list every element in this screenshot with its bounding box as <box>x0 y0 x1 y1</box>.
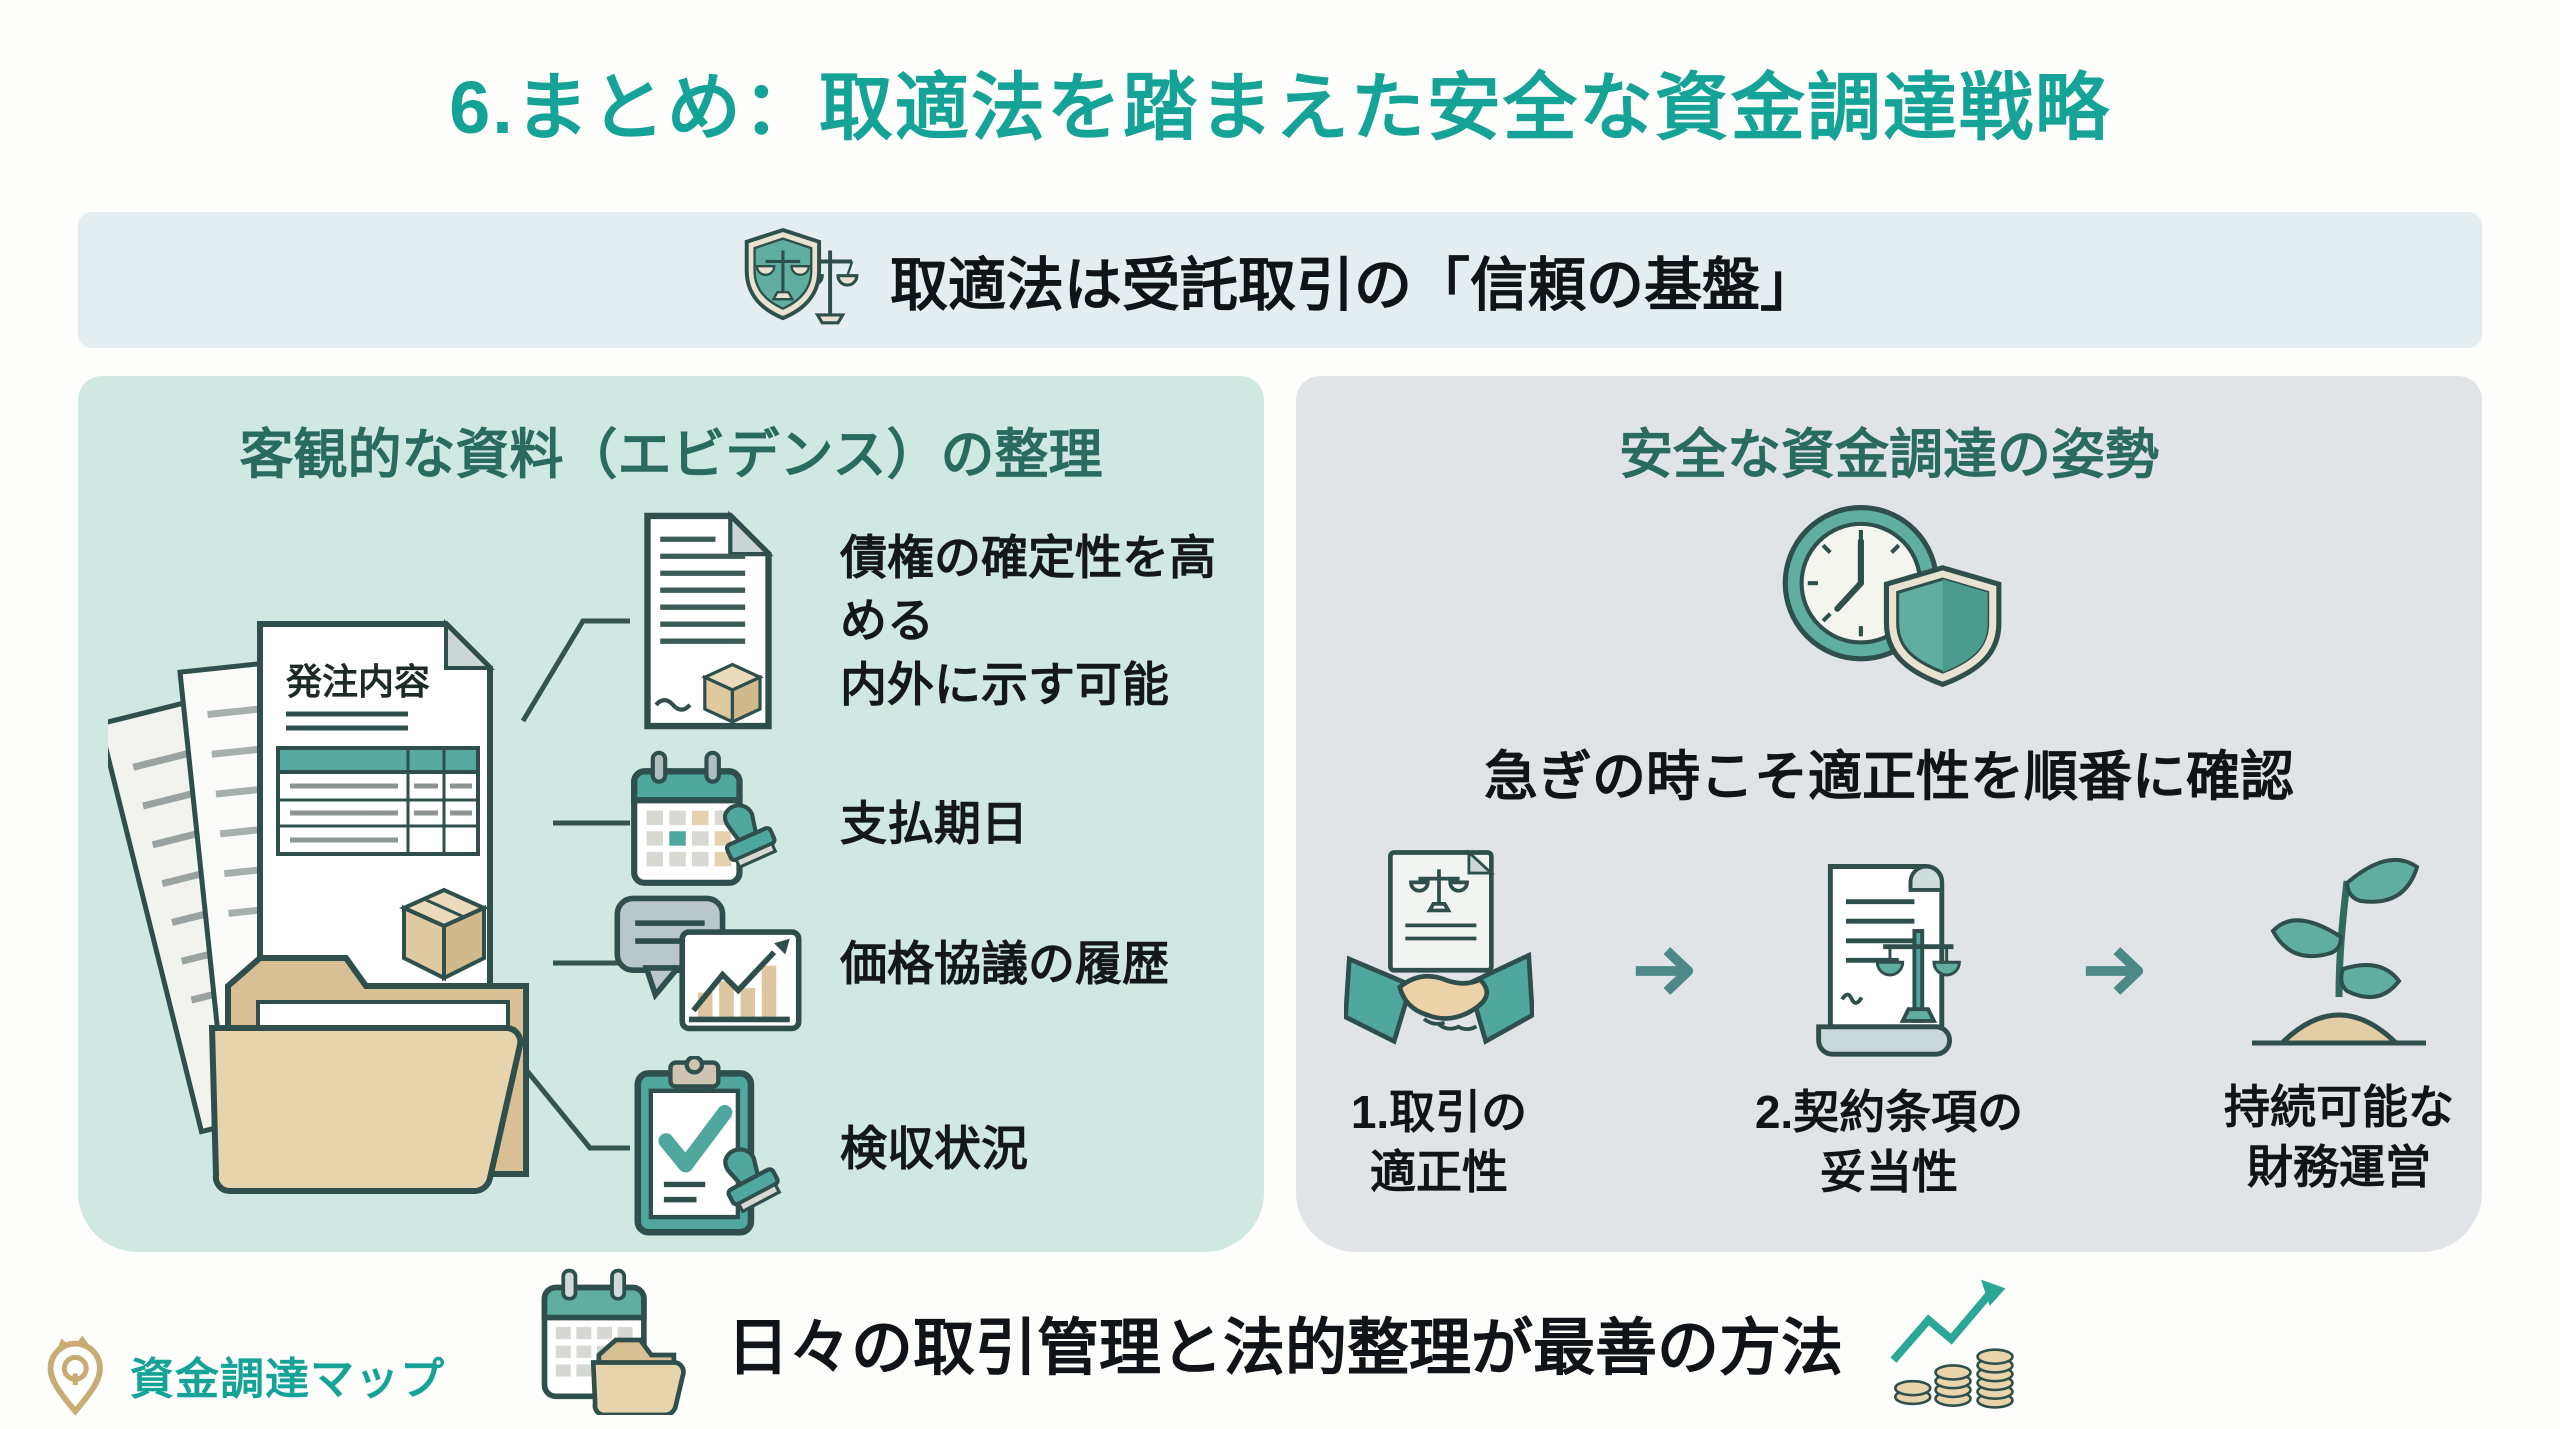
safe-financing-panel: 安全な資金調達の姿勢 <box>1296 376 2482 1252</box>
step-sustainable-finance: 持続可能な 財務運営 <box>2174 845 2504 1198</box>
clipboard-check-stamp-icon <box>598 1056 818 1241</box>
content-panels: 客観的な資料（エビデンス）の整理 <box>78 376 2482 1252</box>
evidence-item-text: 検収状況 <box>840 1121 1028 1175</box>
calendar-stamp-icon <box>598 744 818 904</box>
logo-text: 資金調達マップ <box>130 1354 445 1404</box>
footer-text: 日々の取引管理と法的整理が最善の方法 <box>726 1314 1843 1383</box>
evidence-item-price-negotiation: 価格協議の履歴 <box>598 871 1248 1056</box>
arrow-right-icon <box>2080 937 2148 1010</box>
evidence-item-text: 債権の確定性を高める 内外に示す可能 <box>840 530 1216 711</box>
safe-financing-content: 急ぎの時こそ適正性を順番に確認 <box>1296 486 2482 1203</box>
document-box-icon <box>598 502 818 740</box>
calendar-folder-icon <box>537 1265 687 1420</box>
order-document-label: 発注内容 <box>286 661 430 702</box>
connector-lines <box>520 618 630 1151</box>
evidence-item-text: 価格協議の履歴 <box>840 936 1169 990</box>
evidence-item-text: 支払期日 <box>840 796 1028 850</box>
evidence-item-due-date: 支払期日 <box>598 726 1248 921</box>
footer-message: 日々の取引管理と法的整理が最善の方法 <box>0 1262 2560 1422</box>
clock-shield-icon <box>1774 496 2004 706</box>
handshake-document-icon <box>1343 845 1535 1065</box>
page-title: 6.まとめ：取適法を踏まえた安全な資金調達戦略 <box>449 66 2111 149</box>
evidence-item-inspection: 検収状況 <box>598 1041 1248 1256</box>
steps-row: 1.取引の 適正性 <box>1274 845 2504 1203</box>
evidence-item-receivable: 債権の確定性を高める 内外に示す可能 <box>598 496 1248 746</box>
chat-chart-icon <box>598 894 818 1034</box>
map-pin-crown-icon <box>36 1328 116 1421</box>
trust-banner: 取適法は受託取引の「信頼の基盤」 <box>78 212 2482 348</box>
site-logo: 資金調達マップ <box>36 1328 445 1421</box>
step-label: 1.取引の 適正性 <box>1350 1086 1528 1198</box>
step-label: 2.契約条項の 妥当性 <box>1754 1086 2024 1198</box>
shield-scales-icon <box>742 215 860 346</box>
banner-text: 取適法は受託取引の「信頼の基盤」 <box>889 253 1818 318</box>
plant-growth-icon <box>2244 845 2434 1060</box>
contract-scales-icon <box>1799 845 1979 1065</box>
folder-documents-illustration: 発注内容 <box>108 619 529 1195</box>
step-label: 持続可能な 財務運営 <box>2224 1081 2454 1193</box>
safe-financing-panel-title: 安全な資金調達の姿勢 <box>1619 425 2159 485</box>
evidence-panel-title: 客観的な資料（エビデンス）の整理 <box>239 425 1103 485</box>
safe-financing-subtitle: 急ぎの時こそ適正性を順番に確認 <box>1484 747 2294 807</box>
coins-growth-icon <box>1883 1265 2023 1420</box>
step-transaction-fairness: 1.取引の 適正性 <box>1274 845 1604 1203</box>
step-contract-terms: 2.契約条項の 妥当性 <box>1724 845 2054 1203</box>
evidence-panel: 客観的な資料（エビデンス）の整理 <box>78 376 1264 1252</box>
arrow-right-icon <box>1630 937 1698 1010</box>
